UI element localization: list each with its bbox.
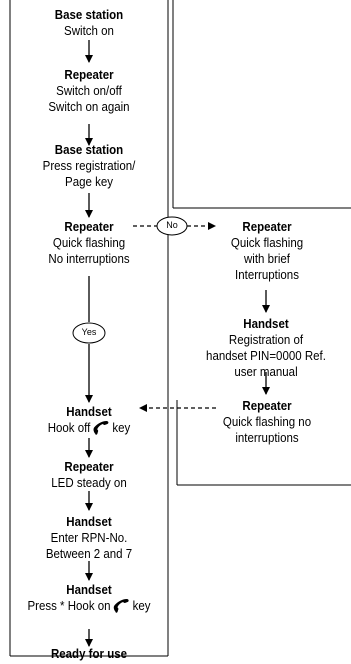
branch-handset-registration: Handset Registration of handset PIN=0000… xyxy=(180,316,351,380)
step-line: Registration of xyxy=(228,333,304,347)
step-line: Interruptions xyxy=(235,268,299,282)
step-line: handset PIN=0000 Ref. xyxy=(206,349,326,363)
step-text: key xyxy=(132,599,151,613)
step-repeater-switch: Repeater Switch on/off Switch on again xyxy=(14,67,164,115)
step-line: Quick flashing xyxy=(230,236,304,250)
step-line: Press registration/ xyxy=(42,159,136,173)
yes-label-bubble xyxy=(72,322,106,344)
step-line: Quick flashing xyxy=(52,236,126,250)
step-line: user manual xyxy=(234,365,298,379)
step-ready-for-use: Ready for use xyxy=(14,646,164,662)
step-line: Switch on xyxy=(64,24,114,38)
step-handset-hook-off: Handset Hook off key xyxy=(14,404,164,439)
step-line: LED steady on xyxy=(51,476,127,490)
step-title: Handset xyxy=(66,405,112,419)
step-title: Repeater xyxy=(64,220,114,234)
step-line: Page key xyxy=(65,175,113,189)
step-line: interruptions xyxy=(235,431,299,445)
step-title: Base station xyxy=(54,143,124,157)
step-title: Handset xyxy=(243,317,289,331)
step-line: Press * Hook on key xyxy=(5,598,172,617)
branch-repeater-no-interruptions: Repeater Quick flashing no interruptions xyxy=(186,398,348,446)
step-line: Enter RPN-No. xyxy=(50,531,128,545)
no-label: No xyxy=(166,220,178,230)
step-base-station-switch-on: Base station Switch on xyxy=(14,7,164,39)
step-title: Base station xyxy=(54,8,124,22)
step-text: Hook off xyxy=(47,421,91,435)
step-handset-hook-on: Handset Press * Hook on key xyxy=(0,582,180,617)
step-line: Hook off key xyxy=(20,420,158,439)
step-title: Ready for use xyxy=(50,647,128,661)
step-title: Repeater xyxy=(64,68,114,82)
branch-repeater-brief-interruptions: Repeater Quick flashing with brief Inter… xyxy=(186,219,348,283)
step-repeater-led-steady: Repeater LED steady on xyxy=(14,459,164,491)
step-base-station-registration: Base station Press registration/ Page ke… xyxy=(14,142,164,190)
step-title: Repeater xyxy=(242,220,292,234)
step-line: Switch on again xyxy=(48,100,130,114)
yes-label: Yes xyxy=(81,327,97,337)
telephone-handset-icon xyxy=(93,420,110,439)
step-title: Repeater xyxy=(64,460,114,474)
step-title: Handset xyxy=(66,583,112,597)
step-line: Between 2 and 7 xyxy=(45,547,133,561)
step-line: Quick flashing no xyxy=(222,415,312,429)
step-text: Press * Hook on xyxy=(27,599,111,613)
step-line: Switch on/off xyxy=(56,84,122,98)
step-text: key xyxy=(112,421,131,435)
step-line: No interruptions xyxy=(48,252,130,266)
step-title: Repeater xyxy=(242,399,292,413)
telephone-handset-icon xyxy=(113,598,130,617)
step-line: with brief xyxy=(243,252,291,266)
step-repeater-quick-flashing: Repeater Quick flashing No interruptions xyxy=(14,219,164,267)
step-title: Handset xyxy=(66,515,112,529)
step-handset-enter-rpn: Handset Enter RPN-No. Between 2 and 7 xyxy=(14,514,164,562)
